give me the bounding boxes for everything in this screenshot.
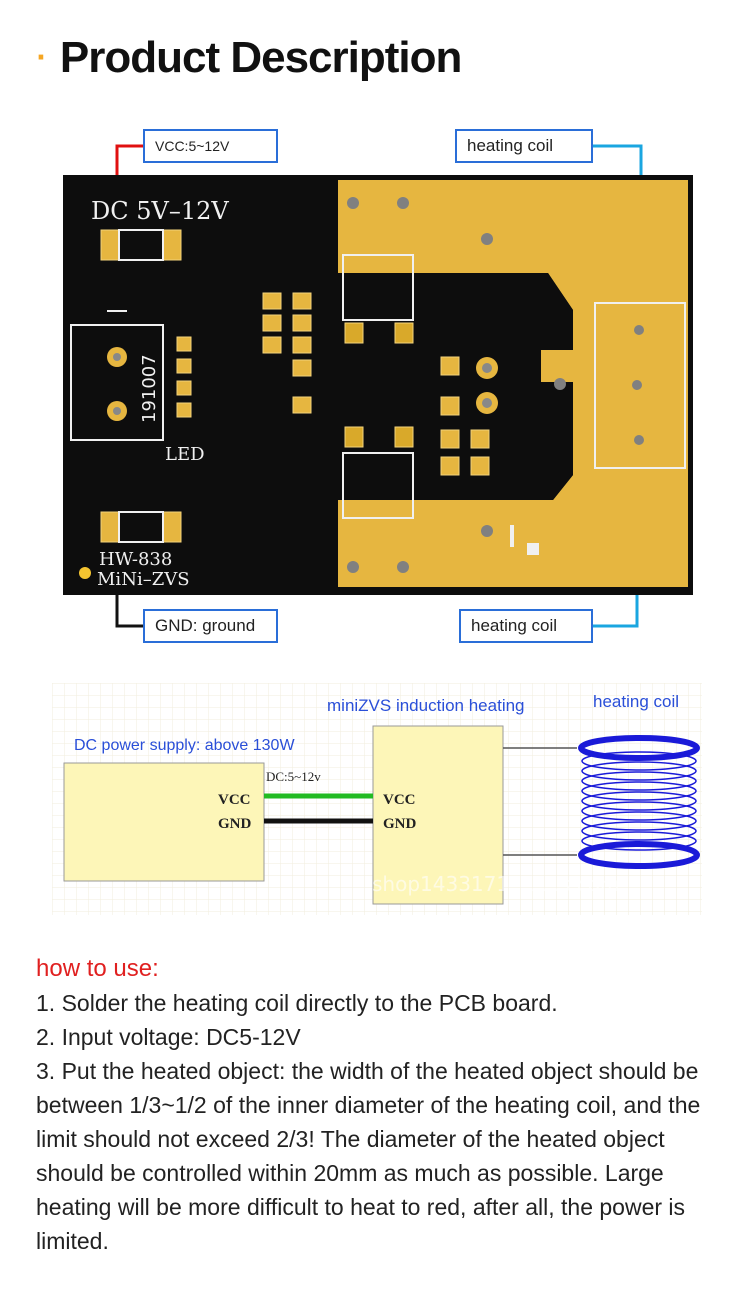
power-supply-box: [63, 762, 265, 882]
coil-bottom-callout: heating coil: [459, 609, 593, 643]
wiring-diagram: DC power supply: above 130W miniZVS indu…: [52, 683, 702, 915]
pcb-led-label: LED: [165, 444, 205, 465]
pcb-chip-code: 191007: [139, 354, 160, 423]
gnd-callout: GND: ground: [143, 609, 278, 643]
watermark: shop1433171 ... ...s.com: [372, 872, 619, 896]
coil-label: heating coil: [593, 692, 679, 711]
coil-top-callout: heating coil: [455, 129, 593, 163]
module-label: miniZVS induction heating: [327, 696, 525, 715]
usage-section: how to use: 1. Solder the heating coil d…: [36, 952, 736, 1258]
diagram-voltage-label: DC:5~12v: [266, 769, 321, 784]
vcc-callout: VCC:5~12V: [143, 129, 278, 163]
pcb-board: DC 5V–12V LED 191007 HW-838 MiNi–ZVS: [63, 175, 693, 595]
bullet-icon: ·: [36, 43, 46, 73]
pcb-model: HW-838: [99, 549, 172, 570]
page-title: Product Description: [59, 33, 462, 82]
usage-step-1: 1. Solder the heating coil directly to t…: [36, 990, 558, 1016]
usage-step-2: 2. Input voltage: DC5-12V: [36, 1024, 301, 1050]
pcb-voltage-label: DC 5V–12V: [91, 197, 229, 225]
module-box: [372, 725, 504, 905]
copper-pour: [338, 180, 688, 587]
heating-coil-drawing: [578, 735, 700, 869]
power-supply-label: DC power supply: above 130W: [74, 737, 295, 754]
right-gnd-label: GND: [383, 816, 417, 832]
mounting-holes: [347, 197, 644, 573]
usage-step-3: 3. Put the heated object: the width of t…: [36, 1058, 701, 1254]
title-row: · Product Description: [36, 28, 462, 88]
left-vcc-label: VCC: [218, 792, 251, 808]
right-vcc-label: VCC: [383, 792, 416, 808]
pcb-name: MiNi–ZVS: [97, 569, 190, 590]
left-gnd-label: GND: [218, 816, 252, 832]
dc-input-connector: [70, 324, 164, 441]
usage-heading: how to use:: [36, 955, 159, 982]
